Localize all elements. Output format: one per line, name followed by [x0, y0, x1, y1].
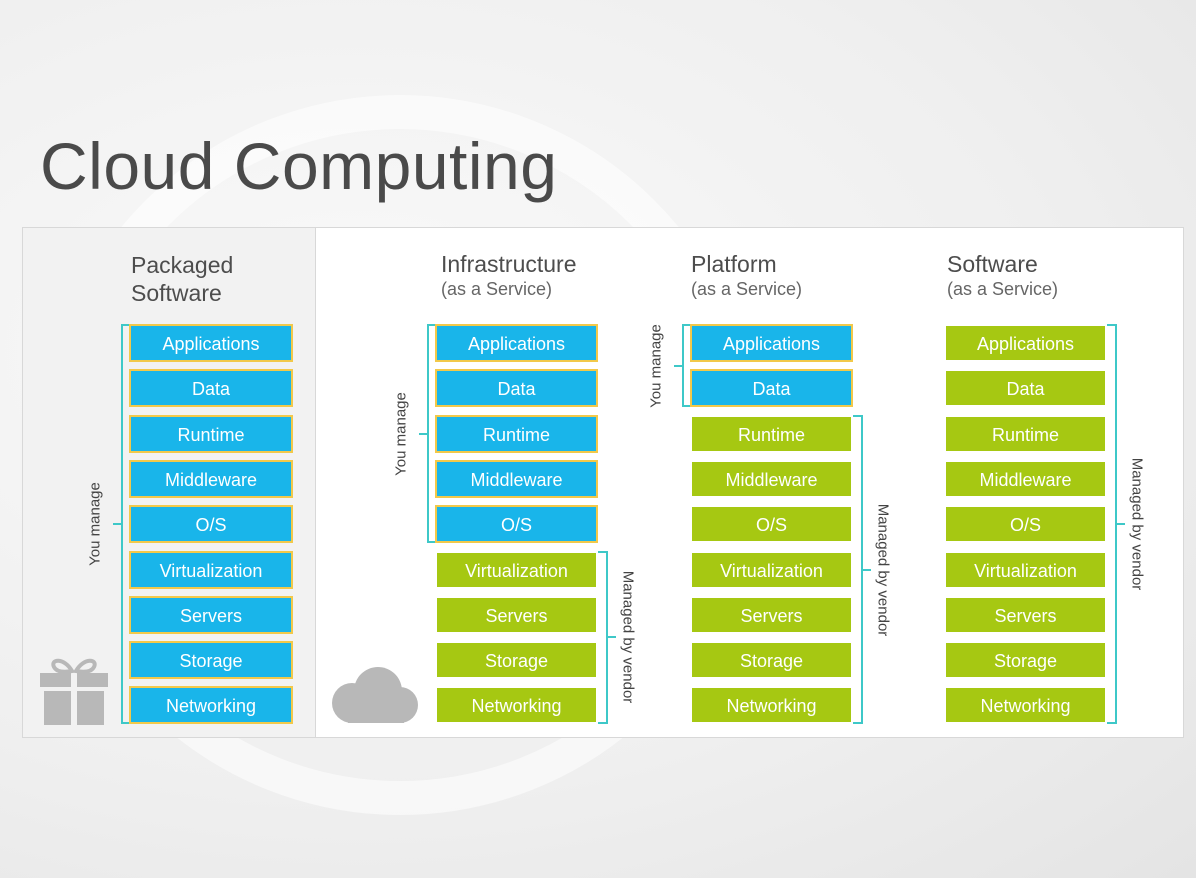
layer-box: Networking	[944, 686, 1107, 725]
layer-box: Storage	[435, 641, 598, 680]
you-manage-bracket	[121, 324, 129, 725]
layer-box: Runtime	[944, 414, 1107, 453]
layer-box: Data	[944, 369, 1107, 408]
layer-box: O/S	[944, 505, 1107, 544]
vendor-manage-label: Managed by vendor	[619, 571, 637, 704]
column-heading: Platform(as a Service)	[691, 251, 803, 300]
layer-box: Runtime	[435, 414, 598, 453]
layer-box: O/S	[435, 505, 598, 544]
column-subtitle: (as a Service)	[691, 279, 803, 300]
vendor-manage-label: Managed by vendor	[1128, 457, 1146, 591]
layer-box: Middleware	[690, 459, 853, 498]
column-name: Packaged Software	[131, 252, 234, 306]
layer-box: Servers	[944, 595, 1107, 634]
layer-box: Servers	[690, 595, 853, 634]
layer-box: Servers	[435, 595, 598, 634]
vendor-manage-bracket	[1107, 324, 1117, 725]
you-manage-label: You manage	[86, 482, 104, 567]
column-heading: Infrastructure(as a Service)	[441, 251, 577, 300]
layer-box: Storage	[129, 641, 293, 680]
vendor-manage-bracket	[853, 414, 863, 725]
column-name: Platform	[691, 251, 777, 277]
gift-icon	[40, 658, 108, 725]
column-name: Infrastructure	[441, 251, 577, 277]
layer-box: O/S	[129, 505, 293, 544]
layer-box: Runtime	[129, 414, 293, 453]
vendor-manage-bracket	[598, 550, 608, 725]
layer-box: Virtualization	[435, 550, 598, 589]
layer-box: Runtime	[690, 414, 853, 453]
layer-box: Storage	[690, 641, 853, 680]
layer-box: Networking	[435, 686, 598, 725]
layer-box: Data	[129, 369, 293, 408]
vendor-manage-label: Managed by vendor	[874, 503, 892, 636]
layer-box: Networking	[129, 686, 293, 725]
bracket-tick	[1117, 523, 1125, 526]
layer-box: Applications	[690, 324, 853, 362]
layer-box: Applications	[435, 324, 598, 362]
cloud-icon	[332, 667, 418, 723]
layer-box: Middleware	[435, 459, 598, 498]
layer-box: Middleware	[129, 459, 293, 498]
bracket-tick	[419, 432, 427, 435]
you-manage-bracket	[427, 324, 435, 544]
bracket-tick	[113, 523, 121, 526]
column-subtitle: (as a Service)	[441, 279, 553, 300]
bracket-tick	[863, 568, 871, 571]
bracket-tick	[674, 364, 682, 367]
layer-box: Servers	[129, 595, 293, 634]
column-heading: Software(as a Service)	[947, 251, 1059, 300]
layer-box: Applications	[129, 324, 293, 362]
you-manage-label: You manage	[392, 391, 410, 476]
layer-box: Networking	[690, 686, 853, 725]
column-heading: Packaged Software	[131, 252, 251, 307]
you-manage-label: You manage	[647, 323, 665, 408]
page-title: Cloud Computing	[40, 129, 558, 203]
layer-box: Applications	[944, 324, 1107, 362]
layer-box: O/S	[690, 505, 853, 544]
layer-box: Virtualization	[129, 550, 293, 589]
layer-box: Middleware	[944, 459, 1107, 498]
layer-box: Storage	[944, 641, 1107, 680]
layer-box: Virtualization	[690, 550, 853, 589]
layer-box: Data	[435, 369, 598, 408]
column-name: Software	[947, 251, 1038, 277]
layer-box: Data	[690, 369, 853, 408]
bracket-tick	[608, 636, 616, 639]
you-manage-bracket	[682, 324, 690, 408]
column-subtitle: (as a Service)	[947, 279, 1059, 300]
layer-box: Virtualization	[944, 550, 1107, 589]
